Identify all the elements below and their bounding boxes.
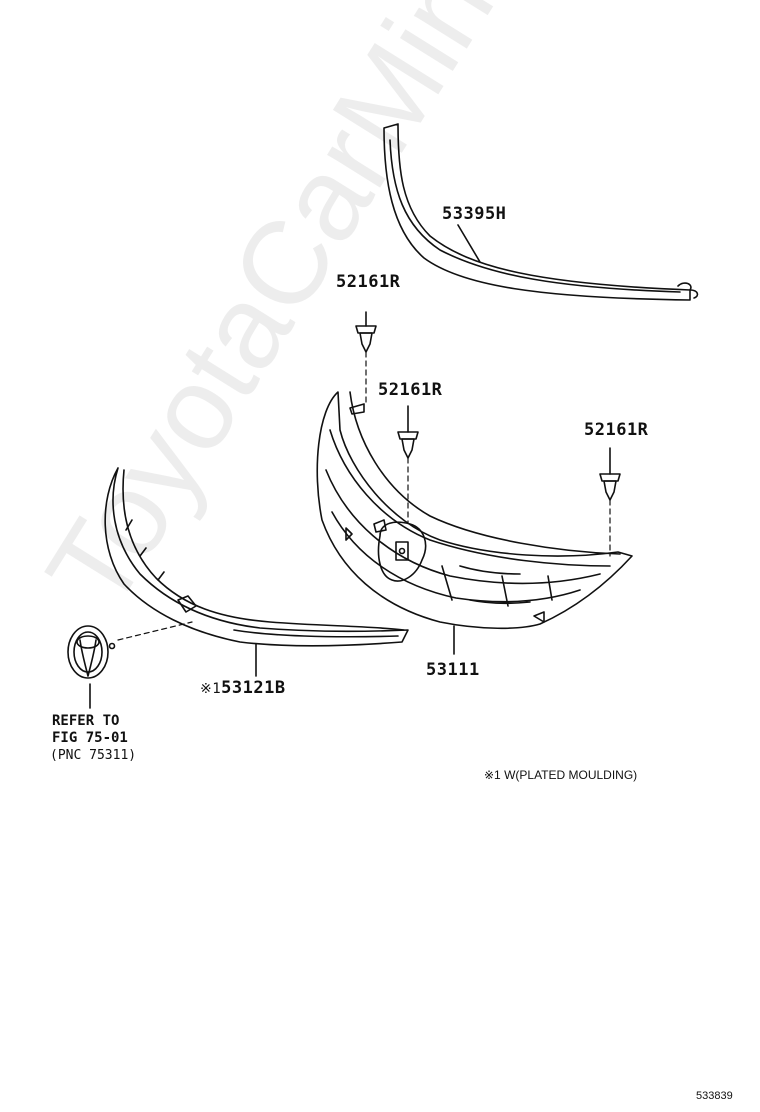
- leader-53395h: [457, 224, 481, 263]
- plated-marker: ※1: [200, 681, 222, 697]
- emblem-ref-line3: (PNC 75311): [50, 748, 137, 763]
- toyota-emblem-icon: [67, 625, 116, 679]
- part-label-52161r-3: 52161R: [584, 420, 649, 440]
- part-label-53121b: ※153121B: [200, 678, 286, 698]
- clip-icon-2: [397, 405, 419, 459]
- part-label-53395h: 53395H: [442, 204, 507, 224]
- upper-moulding-part: [383, 123, 699, 301]
- emblem-ref-line1: REFER TO: [52, 713, 120, 729]
- figure-code: 533839: [696, 1090, 733, 1102]
- emblem-ref-line2: FIG 75-01: [52, 730, 128, 746]
- plated-moulding-note: ※1 W(PLATED MOULDING): [484, 768, 638, 782]
- part-number-53121b: 53121B: [221, 678, 286, 698]
- clip-icon-3: [599, 447, 621, 501]
- radiator-grille-part: [316, 391, 633, 630]
- part-label-53111: 53111: [426, 660, 480, 680]
- clip-icon-1: [355, 311, 377, 353]
- part-label-52161r-1: 52161R: [336, 272, 401, 292]
- part-label-52161r-2: 52161R: [378, 380, 443, 400]
- emblem-dashed-line: [117, 621, 193, 641]
- lower-moulding-part: [104, 467, 409, 647]
